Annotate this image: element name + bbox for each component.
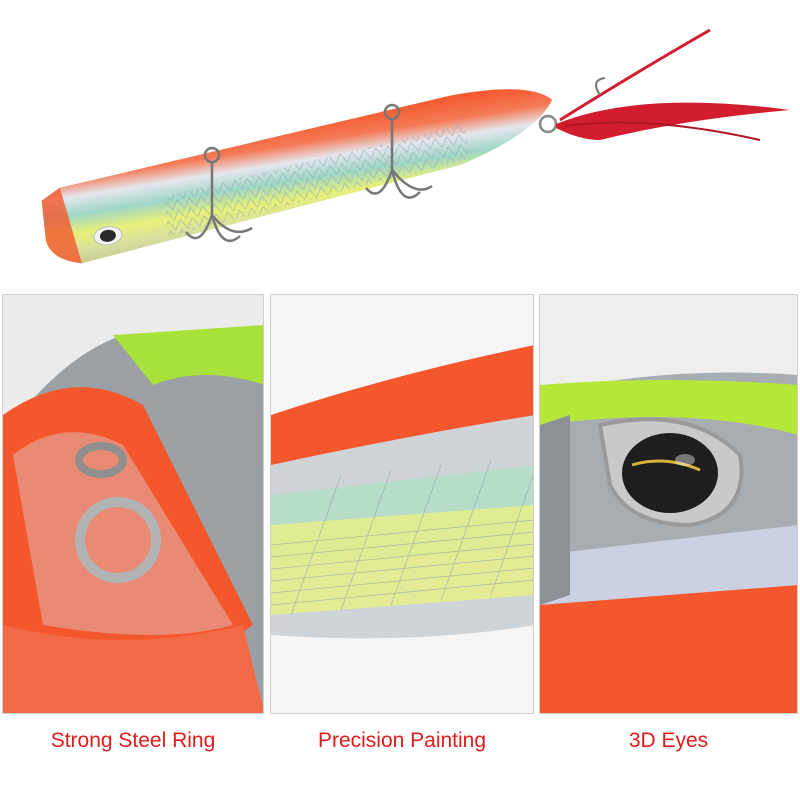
ring-closeup-image <box>2 294 264 714</box>
treble-hook-front <box>185 146 253 242</box>
lure-body <box>41 89 553 264</box>
treble-hook-rear <box>365 103 433 199</box>
tail-feather <box>538 28 790 141</box>
caption-precision-painting: Precision Painting <box>317 729 487 752</box>
caption-3d-eyes: 3D Eyes <box>628 729 709 752</box>
caption-strong-steel-ring: Strong Steel Ring <box>50 729 216 752</box>
painting-closeup-image <box>270 294 534 714</box>
lure-hero-image <box>0 0 800 290</box>
eyes-closeup-image <box>539 294 798 714</box>
